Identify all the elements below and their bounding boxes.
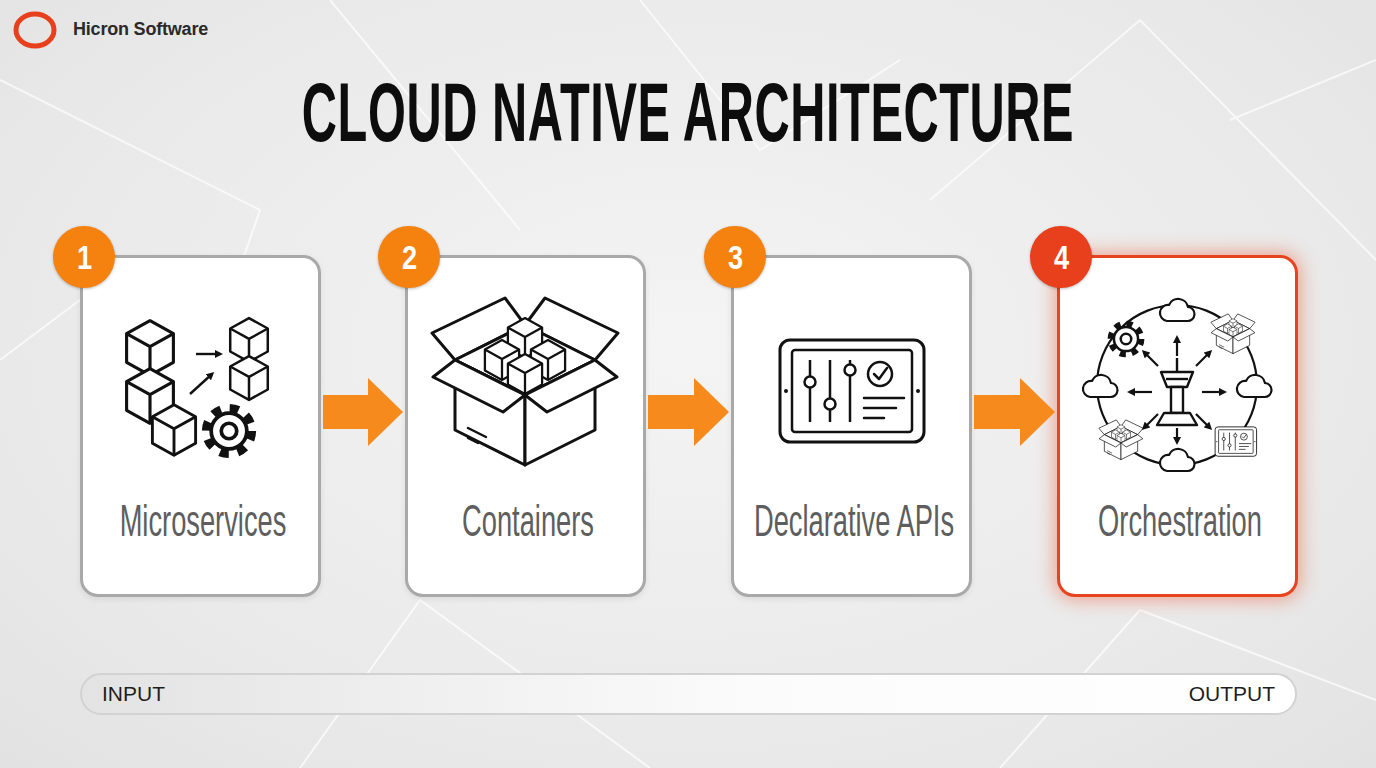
- label-holder: Microservices: [98, 481, 309, 561]
- cube-symbol: [230, 356, 268, 400]
- tablet-symbol: [1215, 427, 1256, 456]
- small-arrow: [196, 353, 220, 355]
- flow-arrow: [648, 378, 729, 446]
- flow-band: INPUT OUTPUT: [80, 673, 1297, 715]
- step-number: 3: [727, 240, 742, 274]
- step-card: 3Declarative APIs: [731, 255, 972, 597]
- step-badge: 1: [53, 226, 115, 288]
- step-label: Microservices: [120, 501, 287, 541]
- label-holder: Declarative APIs: [749, 481, 960, 561]
- step-card: 1Microservices: [80, 255, 321, 597]
- step-card: 2Containers: [405, 255, 646, 597]
- brand-name: Hicron Software: [73, 19, 208, 40]
- cloud-symbol: [1160, 299, 1195, 321]
- cube-symbol: [127, 321, 174, 376]
- open-box-symbol: [1099, 420, 1143, 460]
- cube-symbol: [230, 318, 268, 362]
- containers-icon: [432, 298, 618, 465]
- decor-line: [1230, 60, 1376, 120]
- orbit-ring: [1097, 305, 1257, 465]
- step-number: 2: [401, 240, 416, 274]
- label-holder: Orchestration: [1075, 481, 1286, 561]
- microservices-icon: [127, 318, 268, 455]
- diagram-title: CLOUD NATIVE ARCHITECTURE: [289, 70, 1087, 154]
- step-number: 4: [1053, 240, 1068, 274]
- open-box-symbol: [1211, 314, 1255, 354]
- flow-arrow: [323, 378, 403, 446]
- cloud-symbol: [1160, 449, 1195, 471]
- flow-arrow: [974, 378, 1055, 446]
- gear-symbol: [1111, 324, 1140, 353]
- cube-symbol: [127, 369, 174, 424]
- cube-symbol: [152, 405, 195, 455]
- band-label: INPUT: [102, 682, 165, 706]
- step-label: Containers: [462, 501, 594, 541]
- step-card: 4Orchestration: [1057, 255, 1298, 597]
- spoke-arrows: [1130, 338, 1224, 442]
- decor-line: [0, 300, 80, 360]
- control-tower: [1157, 358, 1197, 425]
- open-box-symbol: [432, 298, 618, 465]
- step-number: 1: [76, 240, 91, 274]
- tablet-symbol: [780, 340, 924, 442]
- step-badge: 3: [704, 226, 766, 288]
- cloud-symbol: [1237, 375, 1272, 397]
- logo-ring: [16, 14, 54, 46]
- label-holder: Containers: [423, 481, 634, 561]
- gear-symbol: [207, 409, 250, 452]
- step-label: Orchestration: [1098, 501, 1262, 541]
- small-arrow: [190, 374, 212, 394]
- orchestration-icon: [1083, 299, 1272, 471]
- cloud-symbol: [1083, 375, 1118, 397]
- band-label: OUTPUT: [1189, 682, 1275, 706]
- step-label: Declarative APIs: [754, 501, 954, 541]
- declarative-api-icon: [780, 340, 924, 442]
- step-badge: 2: [378, 226, 440, 288]
- step-badge: 4: [1030, 226, 1092, 288]
